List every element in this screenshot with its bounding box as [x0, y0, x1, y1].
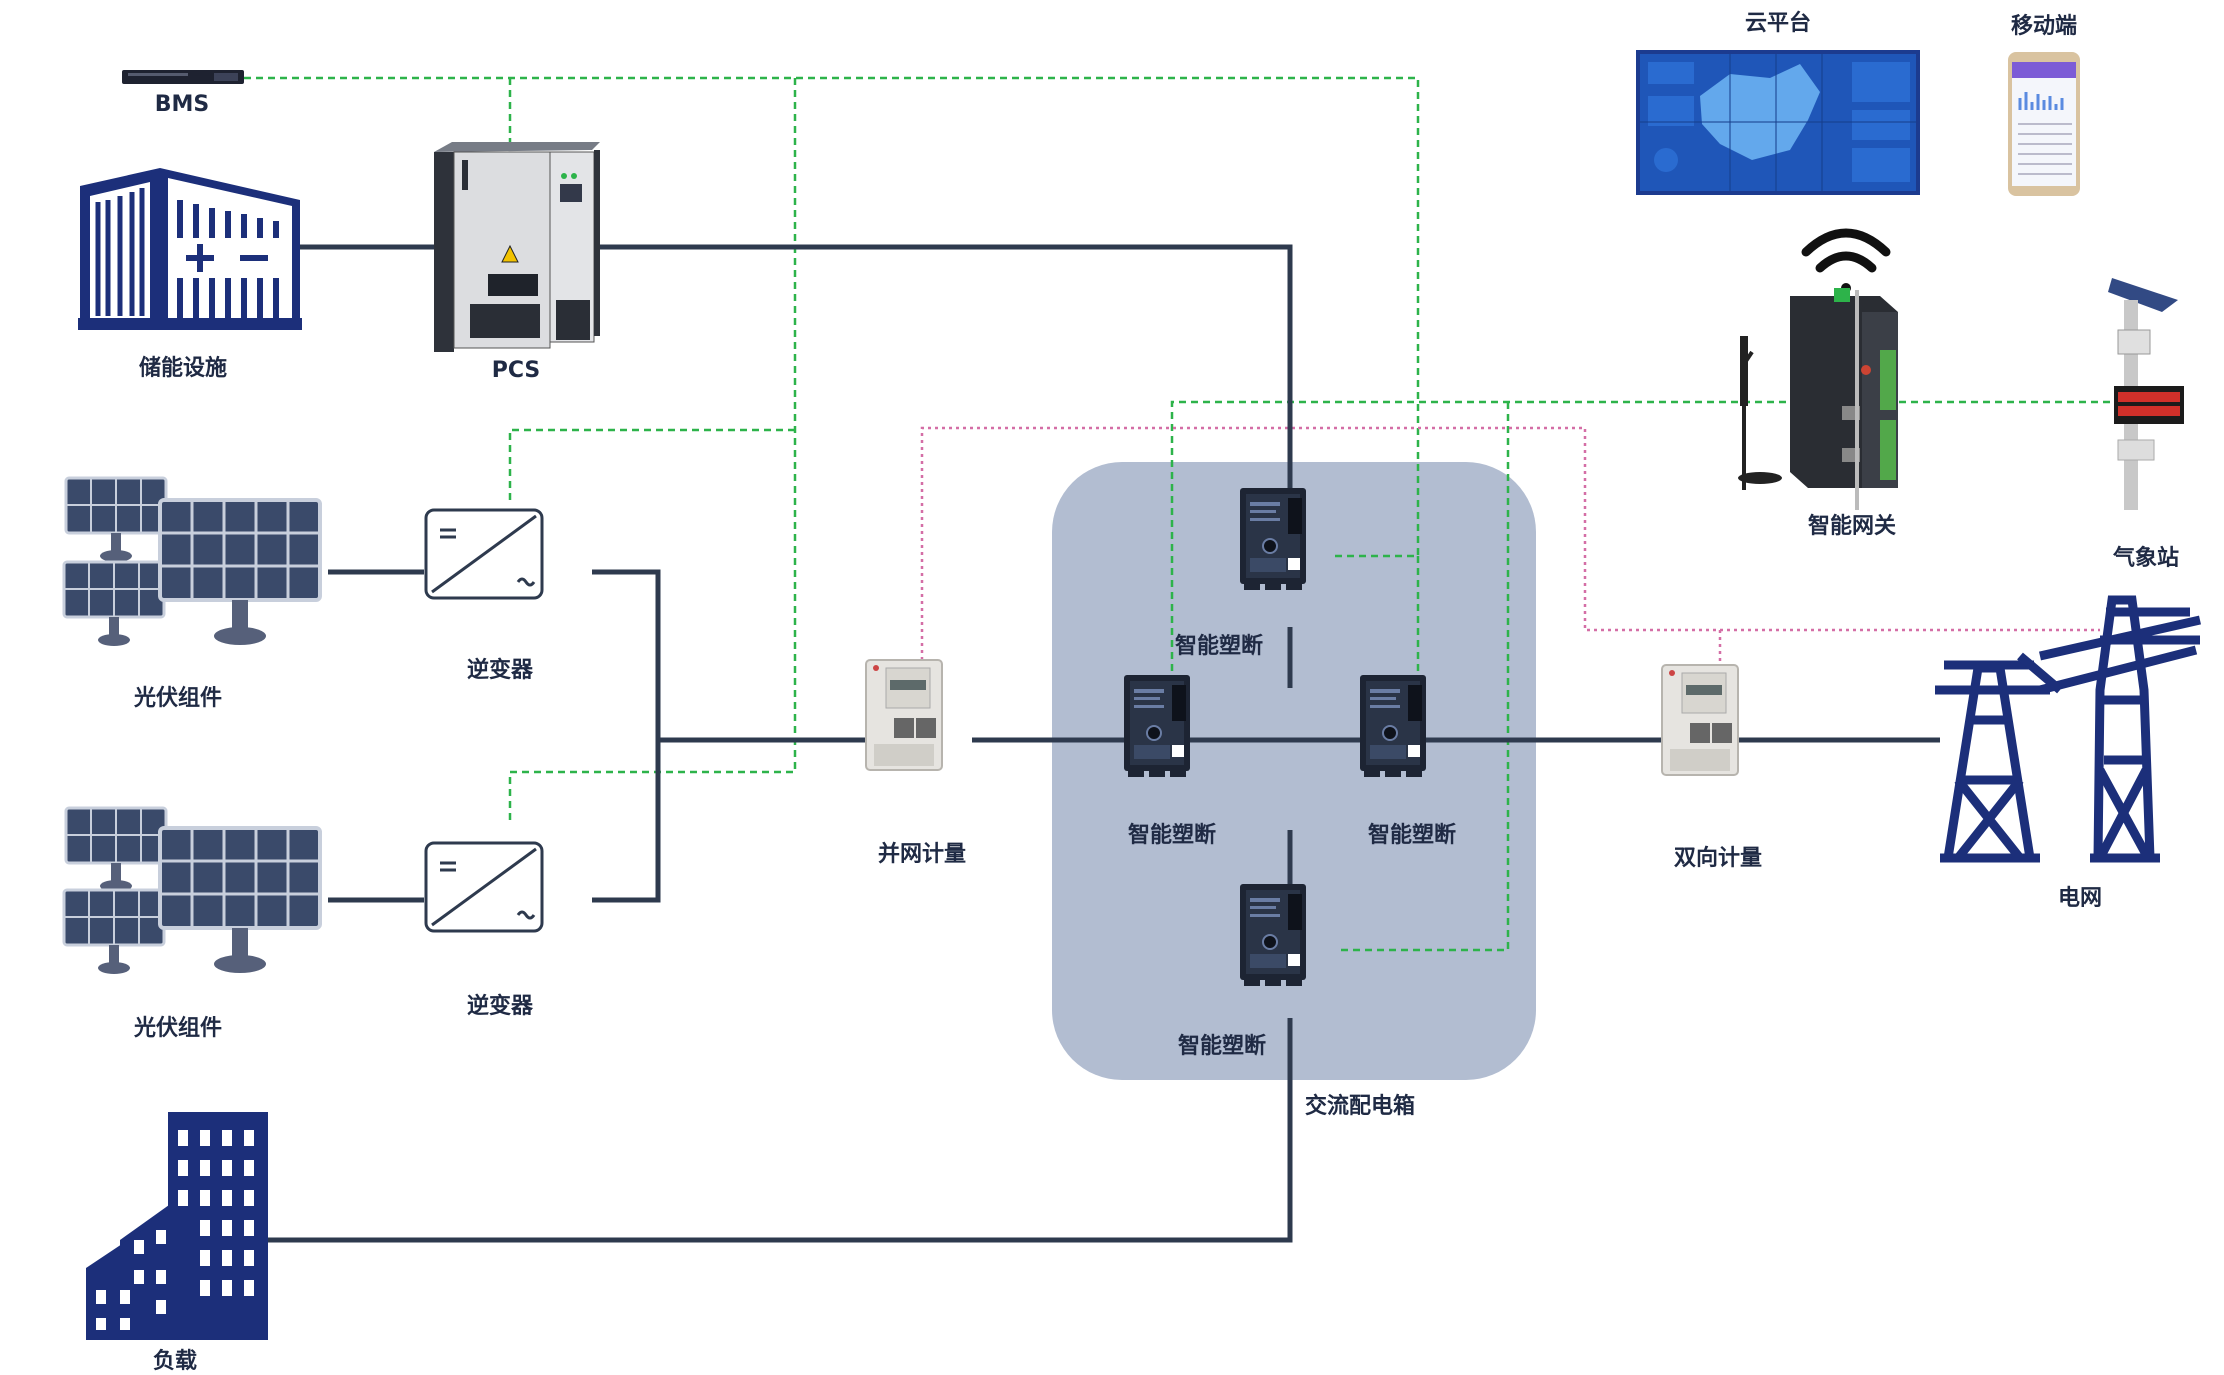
- dashboard-screen-icon: [1636, 50, 1920, 195]
- mobile-label: 移动端: [2010, 14, 2078, 39]
- ac-box-label: 交流配电箱: [1304, 1094, 1416, 1119]
- load-label: 负载: [152, 1349, 198, 1374]
- grid-label: 电网: [2057, 886, 2103, 911]
- weather-station-icon: [1855, 278, 2184, 510]
- circuit-breaker-icon: [1239, 883, 1307, 987]
- building-icon: [86, 1112, 268, 1340]
- breaker-left-label: 智能塑断: [1127, 823, 1217, 848]
- circuit-breaker-icon: [1123, 674, 1191, 778]
- solar-panel-icon: [62, 476, 322, 648]
- metering-lines: [920, 426, 2100, 665]
- inverter-icon: [424, 508, 544, 600]
- weather-label: 气象站: [2112, 546, 2180, 571]
- energy-meter-icon: [865, 659, 943, 771]
- solar-panel-icon: [62, 806, 322, 976]
- gateway-device-icon: [1738, 288, 1898, 490]
- breaker-bottom-label: 智能塑断: [1177, 1034, 1267, 1059]
- gateway-label: 智能网关: [1807, 514, 1897, 539]
- circuit-breaker-icon: [1359, 674, 1427, 778]
- pv1-label: 光伏组件: [133, 686, 223, 711]
- bi-meter-label: 双向计量: [1673, 846, 1763, 871]
- inverter2-label: 逆变器: [466, 994, 534, 1019]
- inverter1-label: 逆变器: [466, 658, 534, 683]
- smartphone-icon: [2008, 52, 2080, 196]
- circuit-breaker-icon: [1239, 487, 1307, 591]
- pv2-label: 光伏组件: [133, 1016, 223, 1041]
- breaker-top-label: 智能塑断: [1174, 634, 1264, 659]
- grid-meter-label: 并网计量: [877, 842, 967, 867]
- energy-meter-icon: [1661, 664, 1739, 776]
- pcs-label: PCS: [491, 358, 541, 383]
- wifi-icon: [1801, 228, 1891, 293]
- storage-label: 储能设施: [138, 356, 228, 381]
- pcs-cabinet-icon: [434, 142, 600, 352]
- bms-rack-icon: [122, 70, 244, 84]
- breaker-right-label: 智能塑断: [1367, 823, 1457, 848]
- power-tower-icon: [1935, 595, 2201, 863]
- power-lines: [268, 244, 1940, 1243]
- inverter-icon: [424, 841, 544, 933]
- cloud-label: 云平台: [1744, 11, 1812, 36]
- storage-facility-icon: [78, 168, 302, 330]
- bms-label: BMS: [154, 92, 210, 117]
